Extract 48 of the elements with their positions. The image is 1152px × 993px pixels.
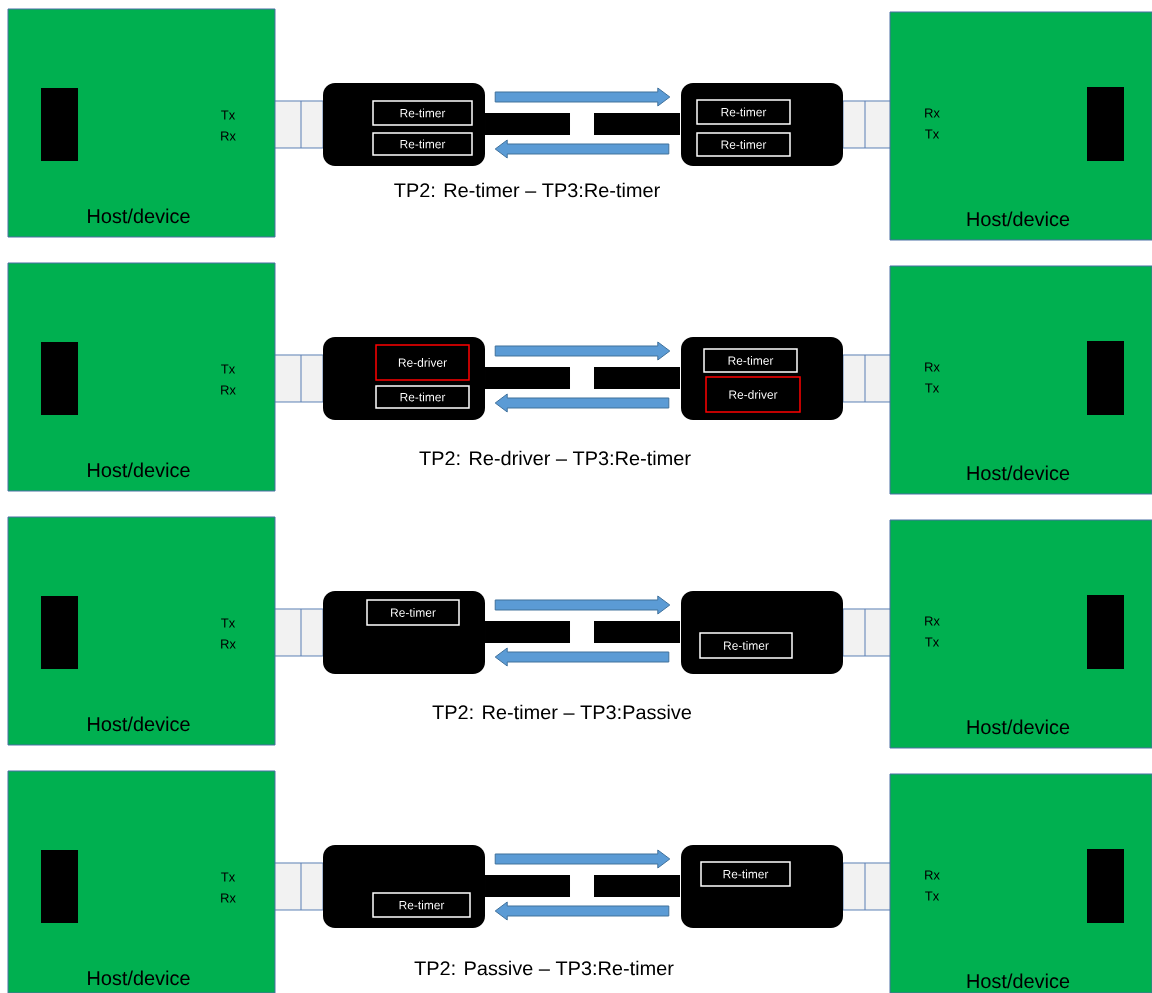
signal-label: Rx — [221, 131, 236, 141]
signal-label: Rx — [925, 362, 940, 372]
caption: TP2: Re-driver – TP3:Re-timer — [419, 450, 691, 466]
chip — [41, 850, 78, 923]
arrow — [494, 139, 670, 159]
caption: TP2: Passive – TP3:Re-timer — [414, 960, 674, 976]
chip — [41, 342, 78, 415]
caption: TP2: Re-timer – TP3:Re-timer — [394, 182, 660, 198]
signal-label: Tx — [221, 364, 236, 374]
component-box: Re-timer — [372, 100, 473, 126]
component-box: Re-driver — [375, 344, 470, 381]
chip — [41, 88, 78, 161]
signal-label: Tx — [221, 110, 236, 120]
arrow — [494, 87, 671, 107]
chip — [1087, 849, 1124, 923]
component-box: Re-timer — [699, 632, 793, 659]
caption: TP2: Re-timer – TP3:Passive — [432, 704, 691, 720]
arrow — [494, 849, 671, 869]
chip — [1087, 595, 1124, 669]
signal-label: Rx — [925, 870, 940, 880]
component-box: Re-driver — [705, 376, 801, 413]
signal-label: Tx — [925, 383, 940, 393]
component-box: Re-timer — [696, 99, 791, 125]
component-box: Re-timer — [703, 348, 798, 373]
component-box: Re-timer — [366, 599, 460, 626]
chip — [1087, 87, 1124, 161]
signal-label: Rx — [221, 639, 236, 649]
signal-label: Tx — [925, 129, 940, 139]
chip — [1087, 341, 1124, 415]
signal-label: Tx — [221, 618, 236, 628]
arrow — [494, 341, 671, 361]
arrow — [494, 901, 670, 921]
signal-label: Rx — [221, 893, 236, 903]
component-box: Re-timer — [375, 385, 470, 409]
chip — [41, 596, 78, 669]
signal-label: Tx — [925, 637, 940, 647]
signal-label: Rx — [925, 108, 940, 118]
signal-label: Tx — [925, 891, 940, 901]
arrow — [494, 647, 670, 667]
signal-label: Rx — [925, 616, 940, 626]
signal-label: Tx — [221, 872, 236, 882]
component-box: Re-timer — [372, 132, 473, 156]
component-box: Re-timer — [700, 861, 791, 887]
component-box: Re-timer — [696, 132, 791, 157]
component-box: Re-timer — [372, 892, 471, 918]
arrow — [494, 595, 671, 615]
arrow — [494, 393, 670, 413]
signal-label: Rx — [221, 385, 236, 395]
